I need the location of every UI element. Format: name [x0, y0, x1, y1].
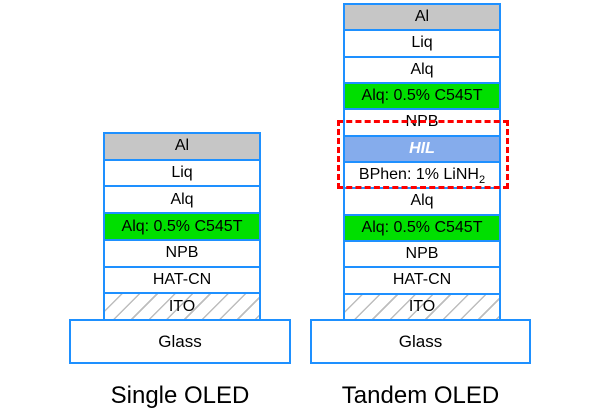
layer-al: Al	[343, 3, 501, 32]
layer-hil: HIL	[343, 134, 501, 163]
layer-hat-cn: HAT-CN	[343, 266, 501, 295]
layer-label: HIL	[409, 139, 435, 157]
single-oled-caption: Single OLED	[110, 382, 250, 409]
layer-label: Al	[174, 137, 190, 155]
glass-label: Glass	[158, 332, 202, 351]
layer-label: ITO	[168, 297, 196, 315]
layer-ito: ITO	[103, 292, 261, 322]
layer-liq: Liq	[103, 158, 261, 188]
layer-label: NPB	[165, 244, 199, 262]
layer-label: NPB	[405, 245, 439, 263]
layer-alq-0-5-c545t: Alq: 0.5% C545T	[343, 81, 501, 111]
layer-label: ITO	[408, 297, 436, 315]
layer-label: Alq	[410, 60, 434, 78]
tandem-glass-substrate: Glass	[310, 319, 531, 364]
layer-alq: Alq	[343, 55, 501, 84]
tandem-oled-caption: Tandem OLED	[341, 382, 500, 409]
layer-label: Al	[414, 8, 430, 26]
layer-alq: Alq	[103, 185, 261, 215]
layer-ito: ITO	[343, 292, 501, 321]
layer-bphen-1-linh: BPhen: 1% LiNH2	[343, 160, 501, 190]
layer-label: HAT-CN	[152, 270, 212, 288]
layer-npb: NPB	[343, 108, 501, 137]
single-glass-substrate: Glass	[69, 319, 291, 364]
layer-liq: Liq	[343, 29, 501, 58]
layer-npb: NPB	[343, 239, 501, 269]
layer-label: Alq	[410, 192, 434, 210]
layer-label: Alq: 0.5% C545T	[361, 218, 483, 236]
layer-npb: NPB	[103, 238, 261, 268]
layer-label: Alq: 0.5% C545T	[121, 217, 243, 235]
layer-label: Alq	[170, 190, 194, 208]
layer-alq-0-5-c545t: Alq: 0.5% C545T	[343, 213, 501, 242]
layer-alq: Alq	[343, 187, 501, 216]
layer-label: Liq	[411, 34, 433, 52]
layer-label: NPB	[405, 113, 439, 131]
layer-label: Liq	[171, 164, 193, 182]
layer-label: BPhen: 1% LiNH2	[358, 166, 486, 187]
layer-label: Alq: 0.5% C545T	[361, 87, 483, 105]
glass-label: Glass	[398, 332, 443, 351]
layer-alq-0-5-c545t: Alq: 0.5% C545T	[103, 212, 261, 241]
layer-hat-cn: HAT-CN	[103, 265, 261, 295]
layer-label: HAT-CN	[392, 271, 452, 289]
layer-al: Al	[103, 132, 261, 161]
